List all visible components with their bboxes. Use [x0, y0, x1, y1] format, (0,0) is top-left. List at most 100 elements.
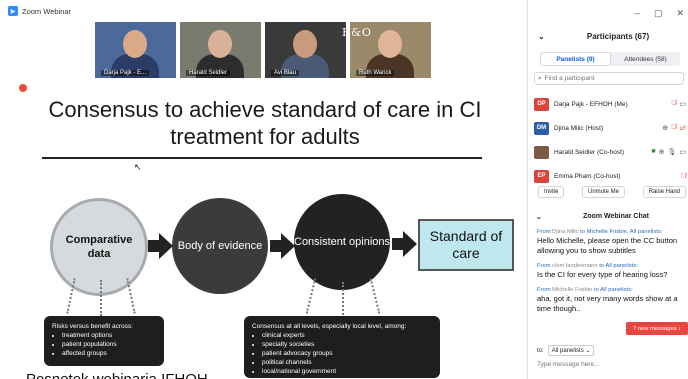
- circle-comparative-data: Comparative data: [50, 198, 148, 296]
- tab-panelists[interactable]: Panelists (9): [540, 52, 611, 66]
- chevron-down-icon[interactable]: ⌄: [536, 214, 542, 221]
- participants-title: Participants (67): [586, 32, 650, 41]
- slide-title: Consensus to achieve standard of care in…: [48, 97, 482, 149]
- participant-search[interactable]: ⌕: [534, 72, 684, 85]
- note-heading: Consensus at all levels, especially loca…: [252, 323, 407, 330]
- participant-row[interactable]: EP Emma Pham (Co-host) 🎙̸: [534, 164, 686, 188]
- circle-body-of-evidence: Body of evidence: [172, 198, 268, 294]
- recording-dot-icon: [19, 84, 27, 92]
- note-heading: Risks versus benefit across:: [52, 323, 133, 330]
- mic-icon[interactable]: 🎙: [667, 149, 677, 156]
- title-bar: ▶ Zoom Webinar: [0, 0, 688, 22]
- message-text: Hello Michelle, please open the CC butto…: [537, 236, 678, 255]
- participants-chat-panel: – ▢ ✕ ⌄ Participants (67) Panelists (9) …: [527, 0, 688, 379]
- message-sender: Michelle Frisbie: [552, 287, 593, 293]
- webinar-stage: Darja Pajk - E... Harald Seidler Avi Bla…: [0, 22, 527, 379]
- unmute-me-button[interactable]: Unmute Me: [581, 186, 625, 198]
- message-text: Is the CI for every type of hearing loss…: [537, 270, 668, 279]
- chat-recipient-row: to: All panelists ⌄: [537, 345, 595, 356]
- avatar: DM: [534, 121, 549, 135]
- dotted-connector: [342, 282, 344, 318]
- video-off-icon[interactable]: ▭̸: [679, 125, 686, 132]
- arrow-right-icon: [270, 233, 295, 259]
- video-tile[interactable]: Darja Pajk - E...: [95, 22, 176, 78]
- note-item: affected groups: [62, 349, 156, 358]
- chat-message: From Djina Milic to Michelle Frisbie, Al…: [537, 229, 687, 256]
- recipient-select[interactable]: All panelists ⌄: [547, 345, 595, 356]
- video-tile[interactable]: Avi Blau: [265, 22, 346, 78]
- video-tile-name: Darja Pajk - E...: [101, 70, 150, 76]
- image-caption: Posnetek webinarja IFHOH: [22, 367, 212, 379]
- avatar: DP: [534, 97, 549, 111]
- participant-name: Emma Pham (Co-host): [554, 172, 621, 180]
- video-tile-name: Avi Blau: [271, 70, 299, 76]
- participant-row[interactable]: DP Darja Pajk - EFHOH (Me) 🎙̸▭: [534, 92, 686, 116]
- chat-messages: From Djina Milic to Michelle Frisbie, Al…: [537, 229, 687, 321]
- participant-row[interactable]: Harald Seidler (Co-host) ■⊕🎙▭: [534, 140, 686, 164]
- tab-attendees[interactable]: Attendees (58): [624, 55, 667, 63]
- arrow-right-icon: [392, 231, 417, 257]
- participant-search-input[interactable]: [544, 75, 675, 82]
- window-title: Zoom Webinar: [22, 6, 72, 16]
- participants-header[interactable]: ⌄ Participants (67): [538, 32, 688, 41]
- participant-list: DP Darja Pajk - EFHOH (Me) 🎙̸▭ DM Djina …: [534, 92, 686, 188]
- bo-logo: B&O: [342, 26, 372, 39]
- consensus-note: Consensus at all levels, especially loca…: [244, 316, 440, 378]
- minimize-icon[interactable]: –: [634, 8, 640, 18]
- video-icon[interactable]: ▭: [679, 101, 686, 108]
- standard-of-care-box: Standard of care: [418, 219, 514, 271]
- close-icon[interactable]: ✕: [676, 8, 684, 18]
- circle-consistent-opinions: Consistent opinions: [294, 194, 390, 290]
- invite-button[interactable]: Invite: [538, 186, 565, 198]
- note-item: clinical experts: [262, 331, 432, 340]
- note-item: political channels: [262, 358, 432, 367]
- window-controls: – ▢ ✕: [635, 8, 684, 19]
- participant-name: Harald Seidler (Co-host): [554, 148, 625, 156]
- video-strip: Darja Pajk - E... Harald Seidler Avi Bla…: [95, 22, 435, 78]
- chat-message: From clem landesmann to All panelists: I…: [537, 263, 687, 280]
- chat-message: From Michelle Frisbie to All panelists: …: [537, 287, 687, 314]
- share-icon: ⊕: [662, 125, 669, 132]
- participants-tabs: Panelists (9) Attendees (58): [540, 52, 680, 66]
- zoom-logo-icon: ▶: [8, 6, 18, 16]
- video-tile[interactable]: Harald Seidler: [180, 22, 261, 78]
- note-item: patient populations: [62, 340, 156, 349]
- raise-hand-button[interactable]: Raise Hand: [642, 186, 686, 198]
- share-icon: ⊕: [658, 149, 665, 156]
- screen-share-icon: ■: [651, 148, 656, 155]
- message-sender: Djina Milic: [552, 229, 579, 235]
- new-messages-button[interactable]: 7 new messages ↓: [626, 322, 688, 335]
- avatar: [534, 145, 549, 159]
- mic-muted-icon[interactable]: 🎙̸: [680, 172, 686, 180]
- mic-muted-icon[interactable]: 🎙̸: [671, 124, 677, 131]
- dotted-connector: [369, 278, 381, 314]
- participant-name: Djina Milic (Host): [554, 124, 604, 132]
- dotted-connector: [100, 280, 102, 316]
- maximize-icon[interactable]: ▢: [653, 8, 663, 18]
- avatar: EP: [534, 169, 549, 183]
- search-icon: ⌕: [538, 74, 542, 82]
- note-item: specialty societies: [262, 340, 432, 349]
- message-recipient: All panelists: [605, 263, 637, 269]
- chat-title: Zoom Webinar Chat: [583, 213, 649, 220]
- mic-muted-icon[interactable]: 🎙̸: [671, 100, 677, 107]
- mouse-cursor-icon: ↖: [134, 162, 142, 172]
- note-item: treatment options: [62, 331, 156, 340]
- participant-row[interactable]: DM Djina Milic (Host) ⊕🎙̸▭̸: [534, 116, 686, 140]
- video-tile-name: Harald Seidler: [186, 70, 231, 76]
- dotted-connector: [305, 278, 317, 314]
- chat-header[interactable]: ⌄ Zoom Webinar Chat: [536, 213, 686, 221]
- chat-message-input[interactable]: [537, 361, 677, 368]
- message-sender: clem landesmann: [552, 263, 598, 269]
- message-recipient: Michelle Frisbie, All panelists: [586, 229, 661, 235]
- chevron-down-icon[interactable]: ⌄: [538, 32, 545, 41]
- participant-name: Darja Pajk - EFHOH (Me): [554, 100, 628, 108]
- slide-divider: [42, 157, 482, 159]
- note-item: local/national government: [262, 367, 432, 376]
- note-item: patient advocacy groups: [262, 349, 432, 358]
- message-text: aha, got it, not very many words show at…: [537, 294, 678, 313]
- chat-input-area: [537, 361, 677, 368]
- video-icon[interactable]: ▭: [679, 149, 686, 156]
- video-tile[interactable]: Ruth Warick: [350, 22, 431, 78]
- to-label: to:: [537, 347, 544, 354]
